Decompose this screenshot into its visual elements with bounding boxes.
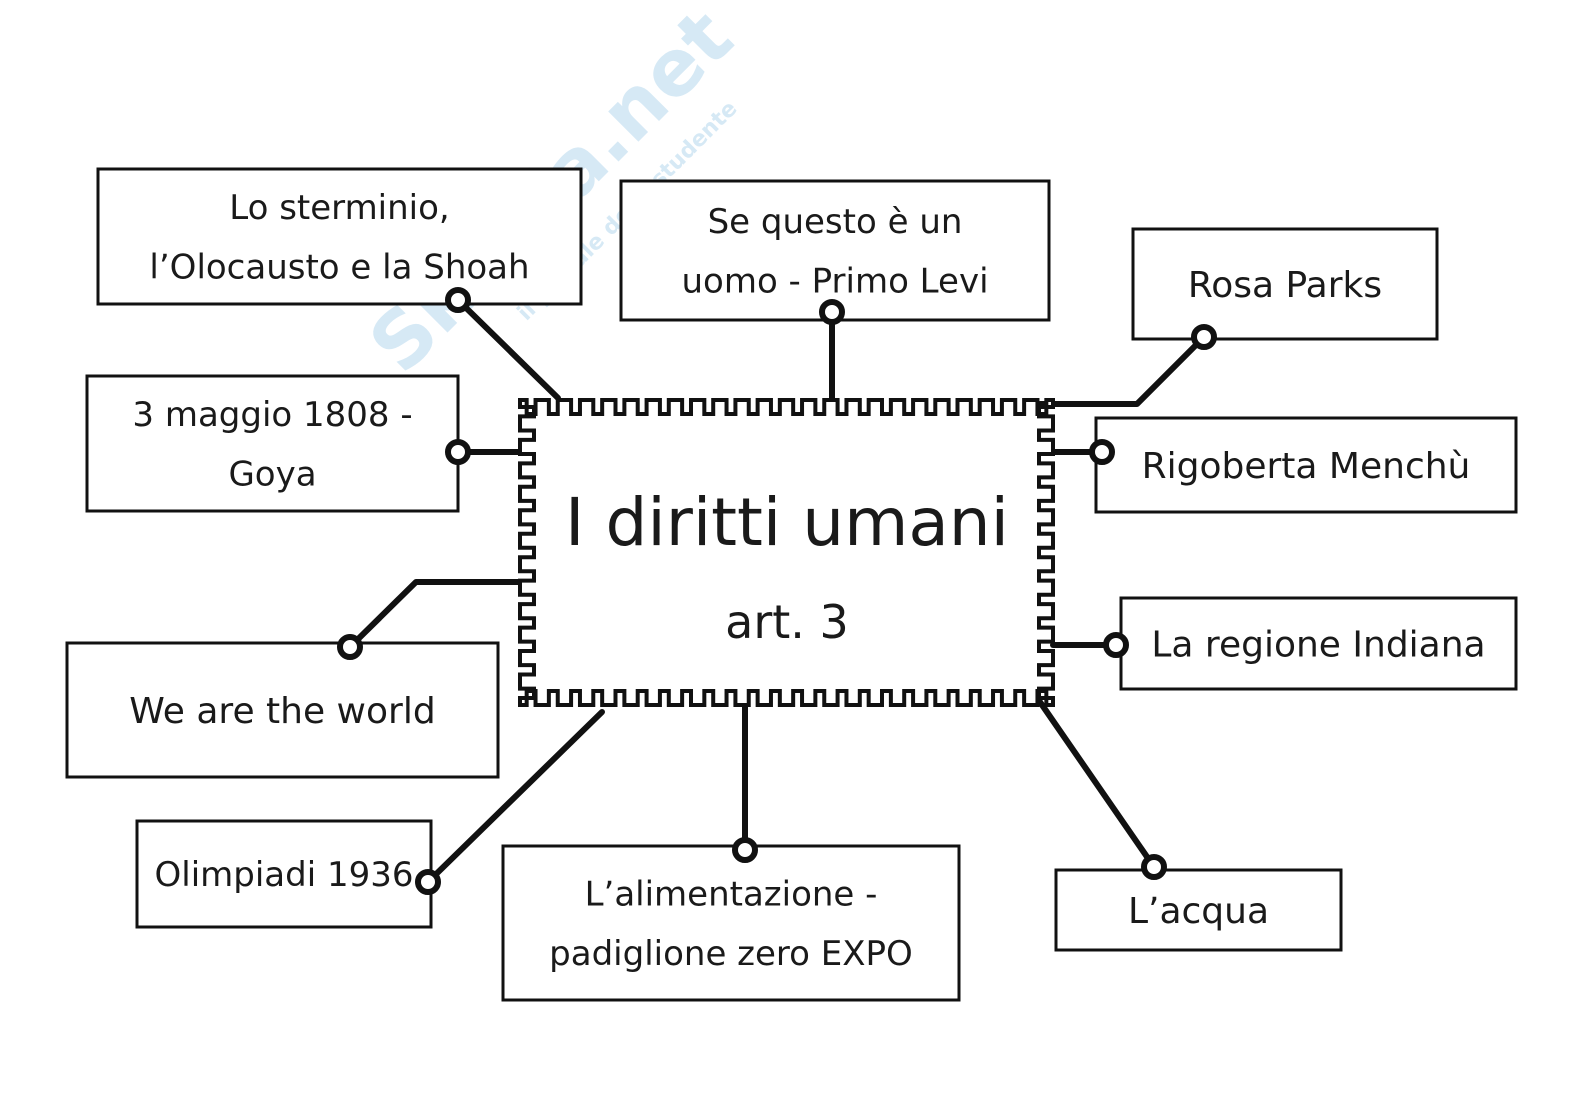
topic-box-olimpiadi: Olimpiadi 1936 [135, 819, 433, 929]
topic-label-line: Se questo è un [708, 202, 963, 242]
topic-box-frame [1119, 596, 1518, 691]
topic-box-frame [501, 844, 961, 1002]
connector-dot-goya [445, 439, 471, 465]
topic-box-we-are-the-world: We are the world [65, 641, 500, 779]
topic-box-olocausto: Lo sterminio, l’Olocausto e la Shoah [96, 167, 583, 306]
topic-label-line: l’Olocausto e la Shoah [149, 247, 529, 287]
topic-box-frame [1054, 868, 1343, 952]
topic-label-line: La regione Indiana [1151, 624, 1485, 665]
center-title: I diritti umani [565, 484, 1009, 561]
topic-box-expo: L’alimentazione - padiglione zero EXPO [501, 844, 961, 1002]
connector-olimpiadi [425, 709, 605, 885]
topic-box-frame [96, 167, 583, 306]
connector-dot-olimpiadi [415, 869, 441, 895]
topic-box-primo-levi: Se questo è un uomo - Primo Levi [619, 179, 1051, 322]
topic-boxes: Lo sterminio, l’Olocausto e la Shoah Se qu… [65, 167, 1518, 1002]
stamp-border [518, 398, 1055, 707]
topic-box-frame [135, 819, 433, 929]
topic-box-indiana: La regione Indiana [1119, 596, 1518, 691]
connector-dot-indiana [1103, 632, 1129, 658]
topic-label-line: L’alimentazione - [585, 874, 878, 914]
topic-label-line: padiglione zero EXPO [549, 934, 913, 974]
connector-rosa-parks [1037, 334, 1207, 407]
topic-box-goya: 3 maggio 1808 - Goya [85, 374, 460, 513]
topic-box-frame [619, 179, 1051, 322]
topic-label-line: Rigoberta Menchù [1142, 446, 1471, 487]
topic-label-line: Rosa Parks [1188, 265, 1382, 306]
connector-dots [337, 287, 1217, 895]
topic-box-acqua: L’acqua [1054, 868, 1343, 952]
topic-label-line: L’acqua [1128, 891, 1269, 932]
topic-label-line: uomo - Primo Levi [681, 261, 988, 301]
connector-dot-menchu [1089, 439, 1115, 465]
topic-box-frame [1094, 416, 1518, 514]
topic-box-frame [85, 374, 460, 513]
topic-label-line: Olimpiadi 1936 [154, 855, 413, 895]
topic-box-frame [1131, 227, 1439, 341]
connector-dot-primo-levi [819, 299, 845, 325]
topic-label-line: We are the world [129, 691, 435, 732]
topic-label-line: Lo sterminio, [229, 188, 449, 228]
center-stamp: I diritti umani art. 3 [518, 398, 1055, 707]
connector-dot-olocausto [445, 287, 471, 313]
connector-dot-acqua [1141, 854, 1167, 880]
connector-dot-rosa-parks [1191, 324, 1217, 350]
topic-label-line: 3 maggio 1808 - [132, 395, 412, 435]
topic-box-rosa-parks: Rosa Parks [1131, 227, 1439, 341]
connector-acqua [1037, 699, 1157, 870]
topic-box-menchu: Rigoberta Menchù [1094, 416, 1518, 514]
center-subtitle: art. 3 [725, 595, 849, 649]
topic-label-line: Goya [228, 454, 316, 494]
connector-dot-we-are-the-world [337, 634, 363, 660]
connector-dot-expo [732, 837, 758, 863]
topic-box-frame [65, 641, 500, 779]
connector-we-are-the-world [347, 579, 523, 650]
connector-olocausto [455, 297, 561, 401]
